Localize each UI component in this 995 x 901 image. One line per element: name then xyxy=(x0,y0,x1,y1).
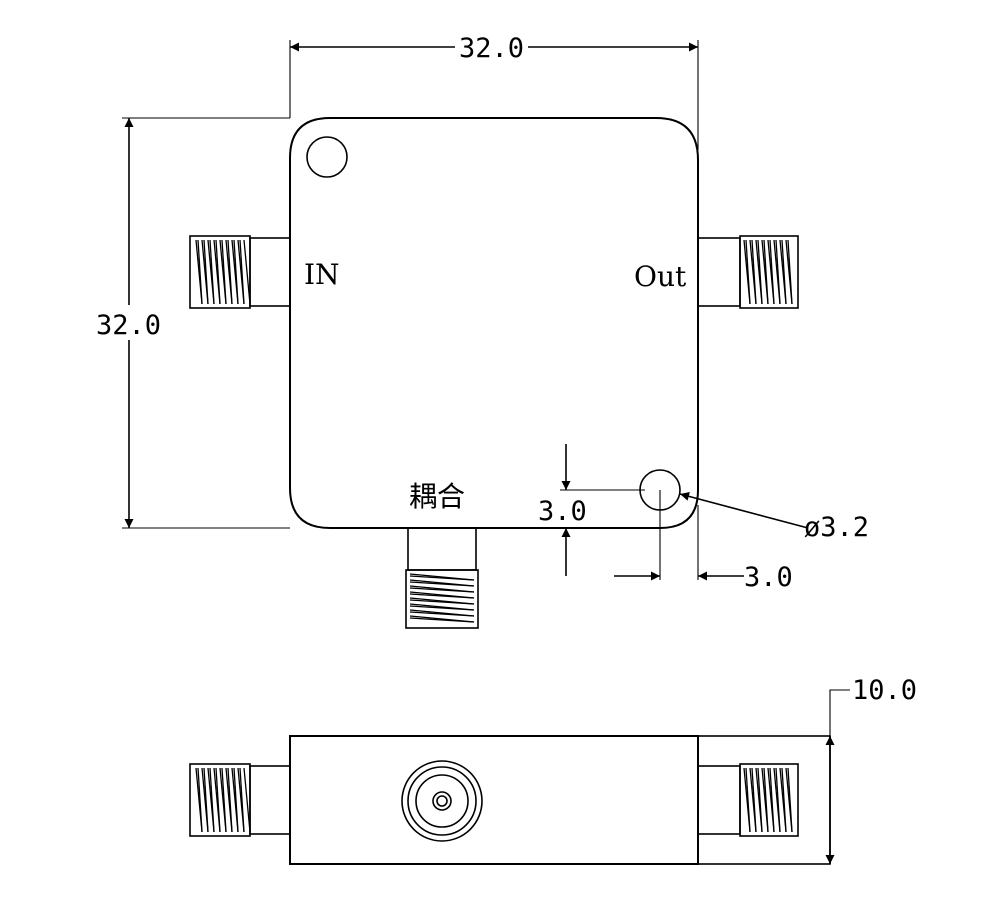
hole-offset-vertical-value: 3.0 xyxy=(538,496,587,527)
width-dimension-value: 32.0 xyxy=(459,33,524,64)
mounting-hole-top-left xyxy=(306,136,348,178)
side-body xyxy=(289,735,699,865)
port-coupled-label: 耦合 xyxy=(409,480,465,513)
hole-offset-vertical: 3.0 xyxy=(538,444,645,576)
side-height-dimension-value: 10.0 xyxy=(852,675,917,706)
connector-out xyxy=(697,235,799,309)
hole-offset-horizontal-value: 3.0 xyxy=(744,562,793,593)
connector-in xyxy=(189,235,291,309)
side-connector-right xyxy=(697,763,799,837)
height-dimension-value: 32.0 xyxy=(96,310,161,341)
side-view: 10.0 xyxy=(189,675,917,865)
connector-coupled xyxy=(405,527,479,629)
hole-offset-horizontal: 3.0 xyxy=(614,490,793,593)
coupler-body xyxy=(289,117,699,529)
width-dimension: 32.0 xyxy=(289,33,699,150)
side-height-dimension: 10.0 xyxy=(825,675,917,864)
top-view: IN Out 耦合 32.0 32.0 3.0 xyxy=(96,33,869,629)
port-in-label: IN xyxy=(304,258,340,291)
coupled-port-face xyxy=(401,760,483,842)
hole-diameter-value: ø3.2 xyxy=(804,512,869,543)
height-dimension: 32.0 xyxy=(96,117,290,529)
side-body-right-section xyxy=(697,735,831,865)
hole-diameter-callout: ø3.2 xyxy=(679,491,869,543)
port-out-label: Out xyxy=(634,260,687,293)
side-connector-left xyxy=(189,763,291,837)
